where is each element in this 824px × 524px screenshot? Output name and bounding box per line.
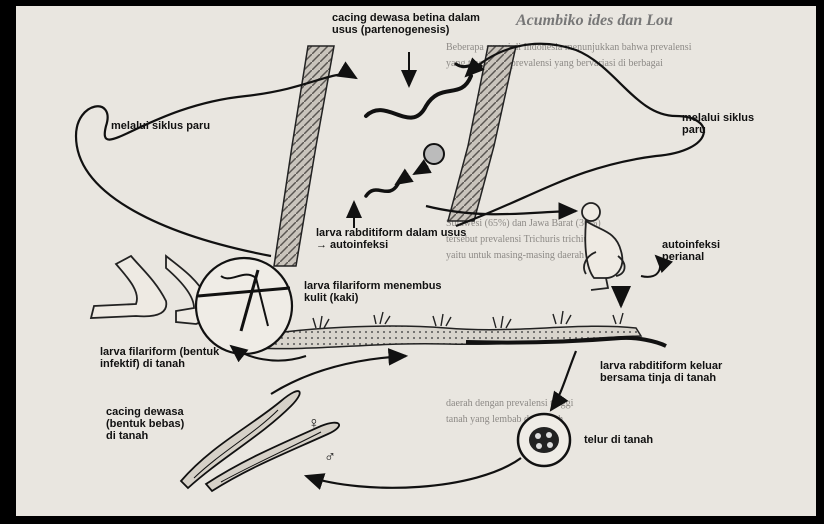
rhabditiform-larva-intestine xyxy=(366,184,398,196)
male-symbol: ♂ xyxy=(324,452,336,464)
arrow-autoinfection xyxy=(641,256,660,277)
label-lung-cycle-left: melalui siklus paru xyxy=(111,120,210,132)
egg-in-intestine xyxy=(424,144,444,164)
magnified-skin-circle xyxy=(196,258,292,354)
label-egg-soil: telur di tanah xyxy=(584,434,653,446)
book-page: Acumbiko ides dan Lou Beberapa survei di… xyxy=(16,6,816,516)
human-legs-figure xyxy=(91,256,208,324)
label-rhabditiform-feces: larva rabditiform keluar bersama tinja d… xyxy=(600,360,722,384)
soil-ground xyxy=(256,326,641,349)
label-filariform-skin: larva filariform menembus kulit (kaki) xyxy=(304,280,442,304)
grass-tufts xyxy=(313,311,623,328)
label-adult-female: cacing dewasa betina dalam usus (parteno… xyxy=(332,12,480,36)
squatting-person-figure xyxy=(582,203,625,290)
label-filariform-soil: larva filariform (bentuk infektif) di ta… xyxy=(100,346,219,370)
arrow-egg-to-adult xyxy=(306,458,521,488)
arrow-feces-to-egg xyxy=(551,351,576,410)
label-adult-free: cacing dewasa (bentuk bebas) di tanah xyxy=(106,406,184,442)
intestine-wall-right xyxy=(448,46,516,221)
female-symbol: ♀ xyxy=(308,418,320,430)
label-autoinfection: autoinfeksi perianal xyxy=(662,239,720,263)
label-lung-cycle-right: melalui siklus paru xyxy=(682,112,754,136)
label-rhabditiform-intestine: larva rabditiform dalam usus → autoinfek… xyxy=(316,227,466,251)
egg-in-soil-circle xyxy=(518,414,570,466)
free-living-adult-worms xyxy=(181,391,339,491)
arrow-adult-to-filariform xyxy=(271,356,406,394)
adult-female-worm xyxy=(366,76,471,118)
